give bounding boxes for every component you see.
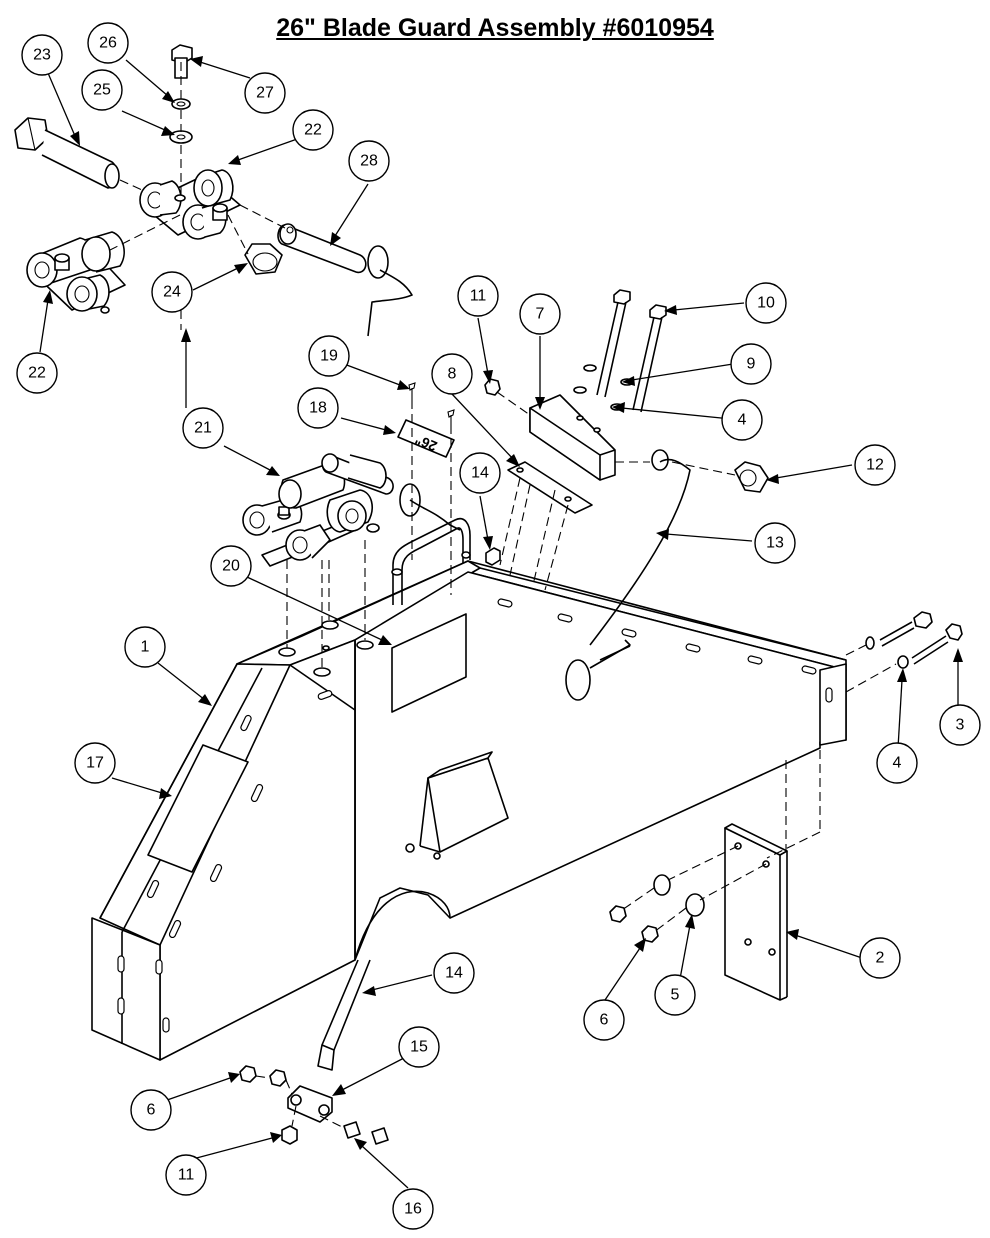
svg-text:14: 14 <box>445 965 463 982</box>
callout-12: 12 <box>854 444 896 486</box>
svg-text:5: 5 <box>671 987 680 1004</box>
svg-text:28: 28 <box>360 153 378 170</box>
knob-12 <box>734 461 769 493</box>
callout-17: 17 <box>74 742 116 784</box>
svg-text:17: 17 <box>86 755 104 772</box>
decal-18-text: 26" <box>413 431 440 454</box>
rail-slots <box>117 598 833 1033</box>
svg-text:14: 14 <box>471 465 489 482</box>
mount-plate-2 <box>724 823 788 1001</box>
diagram-title: 26" Blade Guard Assembly #6010954 <box>276 14 714 42</box>
decal-17 <box>147 744 249 873</box>
svg-text:11: 11 <box>178 1167 195 1184</box>
callout-4b: 4 <box>721 399 763 441</box>
callout-8: 8 <box>431 353 473 395</box>
svg-text:7: 7 <box>536 306 545 323</box>
callout-27: 27 <box>244 72 286 114</box>
svg-text:24: 24 <box>163 284 181 301</box>
svg-text:6: 6 <box>147 1102 156 1119</box>
callout-5: 5 <box>654 974 696 1016</box>
clamp-block-7 <box>529 394 616 481</box>
svg-text:8: 8 <box>448 366 457 383</box>
svg-text:26: 26 <box>99 35 117 52</box>
svg-text:6: 6 <box>600 1012 609 1029</box>
svg-text:25: 25 <box>93 82 111 99</box>
callout-3: 3 <box>939 704 981 746</box>
callout-9: 9 <box>730 343 772 385</box>
svg-text:18: 18 <box>309 400 327 417</box>
svg-text:10: 10 <box>757 295 775 312</box>
svg-text:21: 21 <box>194 420 212 437</box>
top-hinge-assembly <box>14 44 413 337</box>
svg-text:22: 22 <box>304 122 322 139</box>
callout-23: 23 <box>21 34 63 76</box>
svg-text:23: 23 <box>33 47 51 64</box>
svg-text:2: 2 <box>876 950 885 967</box>
guard-handle <box>391 517 471 605</box>
svg-text:19: 19 <box>320 348 338 365</box>
callout-18: 18 <box>297 387 339 429</box>
svg-text:3: 3 <box>956 717 965 734</box>
hinge-assembly-21 <box>242 453 461 567</box>
callout-7: 7 <box>519 293 561 335</box>
svg-text:4: 4 <box>738 412 747 429</box>
svg-text:20: 20 <box>222 558 240 575</box>
callout-11a: 11 <box>457 275 499 317</box>
callout-21: 21 <box>182 407 224 449</box>
svg-text:22: 22 <box>28 365 46 382</box>
svg-text:27: 27 <box>256 85 274 102</box>
callout-26: 26 <box>87 22 129 64</box>
svg-text:1: 1 <box>141 639 150 656</box>
callout-20: 20 <box>210 545 252 587</box>
svg-text:16: 16 <box>404 1201 422 1218</box>
callout-6b: 6 <box>130 1089 172 1131</box>
callout-14b: 14 <box>433 952 475 994</box>
callout-19: 19 <box>308 335 350 377</box>
callout-10: 10 <box>745 282 787 324</box>
callout-22b: 22 <box>16 352 58 394</box>
callout-1: 1 <box>124 626 166 668</box>
callout-28: 28 <box>348 140 390 182</box>
callout-4a: 4 <box>876 742 918 784</box>
callout-14a: 14 <box>459 452 501 494</box>
callout-15: 15 <box>398 1026 440 1068</box>
callout-24: 24 <box>151 271 193 313</box>
bottom-hardware <box>239 959 389 1145</box>
callout-6a: 6 <box>583 999 625 1041</box>
leader-lines <box>39 56 963 1189</box>
side-chute <box>405 751 509 860</box>
callout-11b: 11 <box>165 1154 207 1196</box>
callout-13: 13 <box>754 522 796 564</box>
svg-text:12: 12 <box>866 457 884 474</box>
assembly-lines <box>109 62 897 1129</box>
callout-16: 16 <box>392 1188 434 1230</box>
svg-text:4: 4 <box>893 755 902 772</box>
decal-20 <box>391 613 467 713</box>
svg-text:11: 11 <box>470 288 487 305</box>
blade-guard-body <box>91 560 847 1061</box>
callout-2: 2 <box>859 937 901 979</box>
bolts-10 <box>573 289 667 413</box>
callout-25: 25 <box>81 69 123 111</box>
svg-text:9: 9 <box>747 356 756 373</box>
right-hardware <box>865 611 963 669</box>
svg-text:15: 15 <box>410 1039 428 1056</box>
callout-22a: 22 <box>292 109 334 151</box>
svg-text:13: 13 <box>766 535 784 552</box>
